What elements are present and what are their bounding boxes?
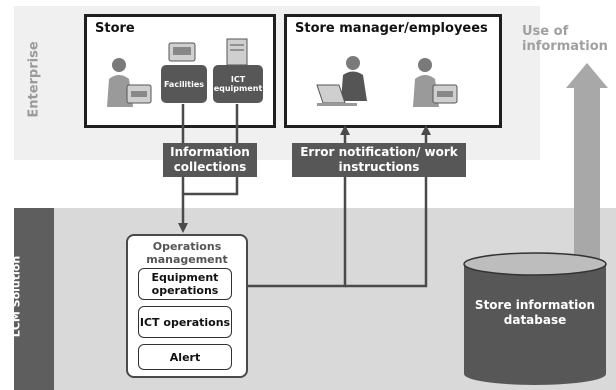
employee-icon	[413, 58, 458, 107]
store-title: Store	[95, 21, 135, 36]
facilities-node: Facilities	[161, 65, 207, 103]
store-manager-box: Store manager/employees	[284, 14, 502, 128]
operations-management-title: Operations management	[146, 240, 228, 266]
equipment-operations-item: Equipment operations	[138, 268, 232, 300]
facilities-machine-icon	[168, 42, 196, 62]
database-cylinder-icon	[463, 252, 607, 385]
manager-laptop-icon	[316, 56, 367, 106]
alert-item: Alert	[138, 344, 232, 370]
use-of-information-arrow	[566, 63, 608, 260]
database-label: Store information database	[474, 298, 596, 327]
store-illustrations	[107, 38, 248, 107]
ict-operations-item: ICT operations	[138, 306, 232, 338]
ict-equipment-node: ICT equipment	[213, 65, 263, 103]
store-manager-title: Store manager/employees	[295, 21, 488, 36]
ict-server-icon	[226, 38, 248, 66]
use-of-information-label: Use of information	[522, 24, 608, 54]
collections-to-ops-arrow	[178, 182, 239, 233]
ops-to-manager-arrow-2	[345, 125, 431, 288]
lcm-label-strip	[14, 208, 54, 390]
information-collections-bar: Information collections	[163, 143, 257, 177]
store-employee-icon	[107, 58, 152, 107]
store-box: Store Facilities ICT equipment	[84, 14, 276, 128]
operations-management-box: Operations management Equipment operatio…	[126, 234, 248, 378]
error-notification-bar: Error notification/ work instructions	[292, 143, 466, 177]
manager-illustrations	[316, 56, 458, 107]
